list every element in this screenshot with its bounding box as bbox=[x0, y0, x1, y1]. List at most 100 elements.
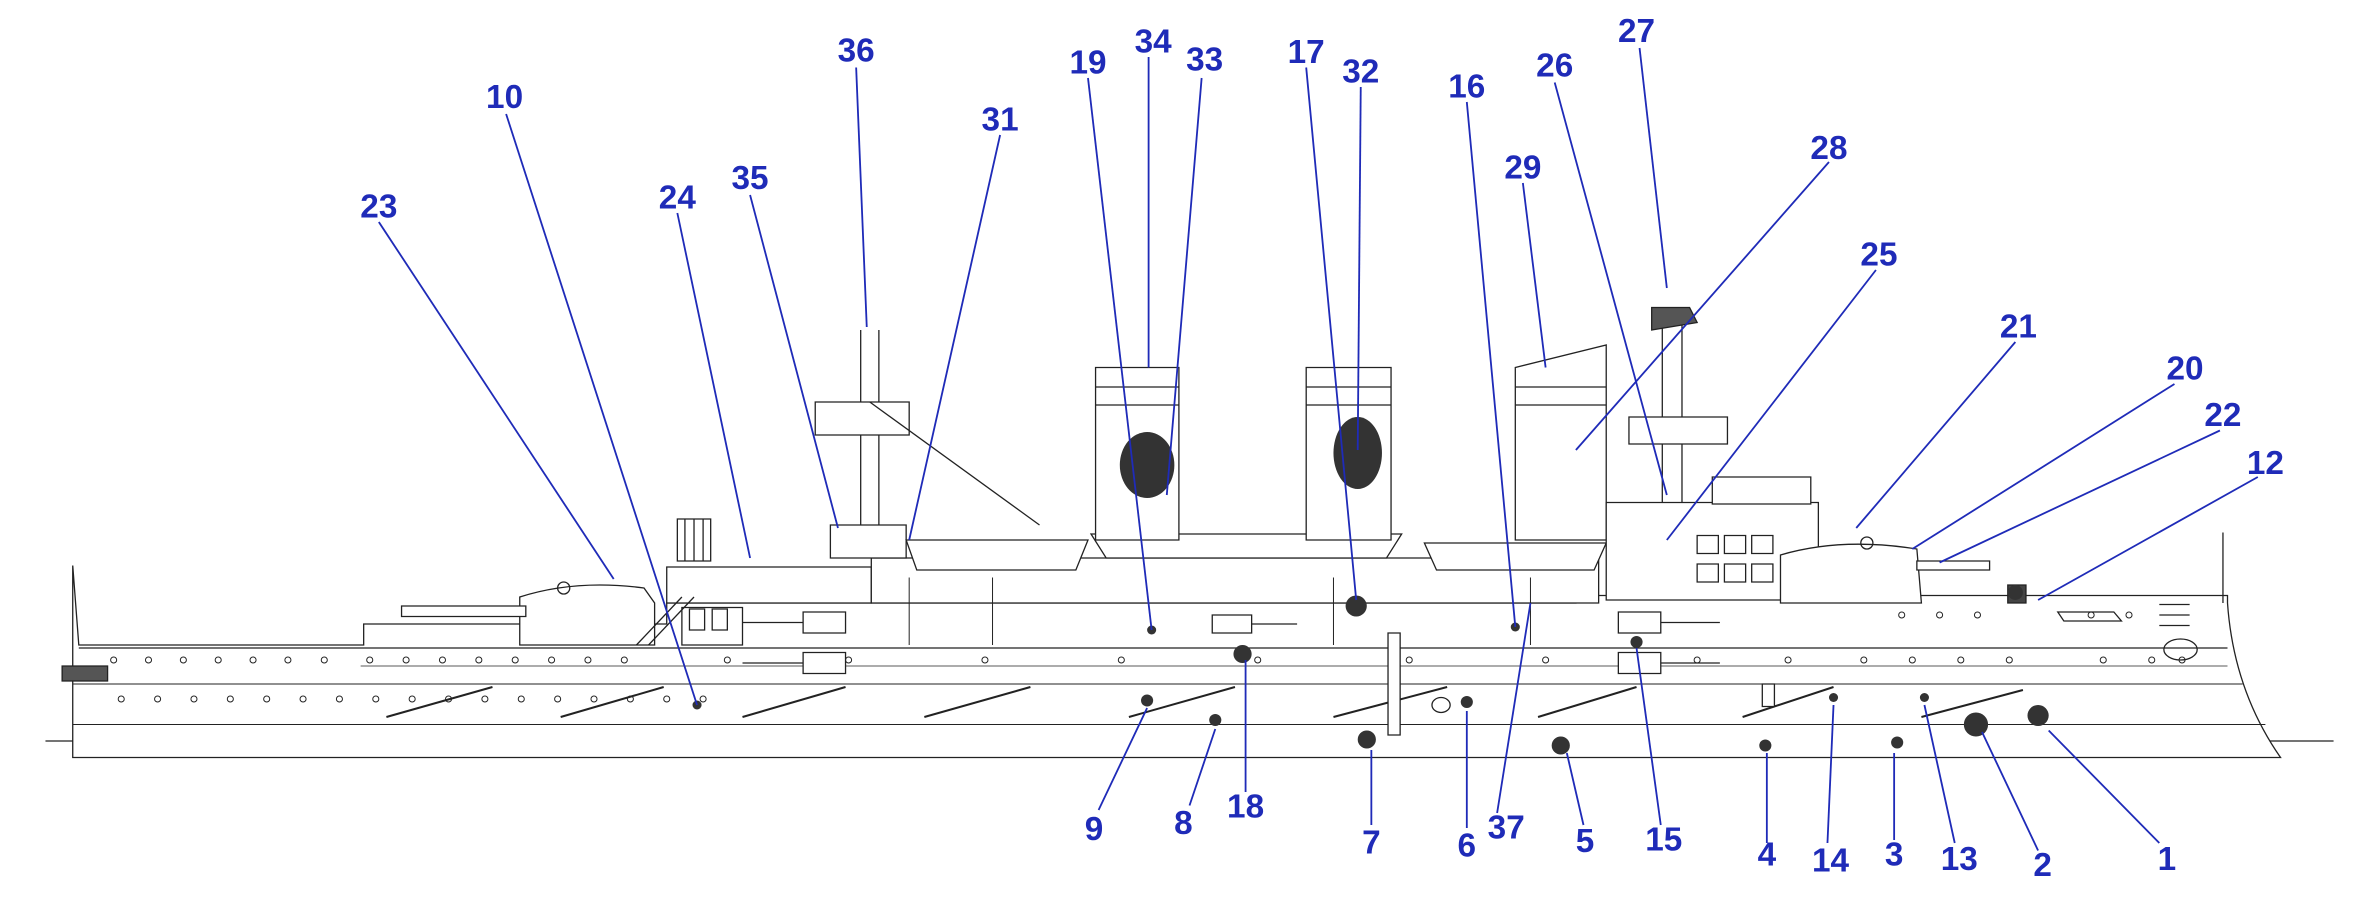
callout-12: 12 bbox=[2247, 445, 2284, 482]
callout-27: 27 bbox=[1618, 13, 1655, 50]
callout-24: 24 bbox=[659, 180, 697, 217]
callout-33: 33 bbox=[1186, 42, 1223, 79]
callout-19: 19 bbox=[1069, 45, 1106, 82]
callout-8: 8 bbox=[1174, 805, 1193, 842]
mainmast bbox=[815, 330, 1039, 558]
callout-2: 2 bbox=[2033, 847, 2052, 884]
leader-21 bbox=[1855, 341, 2017, 529]
hit-mark bbox=[1759, 739, 1772, 752]
hit-mark bbox=[1828, 693, 1839, 702]
callout-14: 14 bbox=[1812, 843, 1850, 880]
leader-31 bbox=[908, 134, 1001, 541]
hit-mark bbox=[2007, 585, 2023, 600]
callout-5: 5 bbox=[1576, 823, 1595, 860]
leader-13 bbox=[1923, 704, 1956, 844]
vertical-post bbox=[1388, 633, 1400, 735]
callout-leaders bbox=[378, 47, 2259, 851]
leader-29 bbox=[1521, 182, 1547, 368]
forward-main-turret bbox=[1780, 537, 1989, 603]
hit-mark bbox=[1209, 714, 1222, 726]
callout-17: 17 bbox=[1288, 34, 1325, 71]
aft-superstructure bbox=[636, 519, 871, 645]
leader-19 bbox=[1087, 77, 1153, 631]
leader-37 bbox=[1496, 602, 1532, 814]
callout-7: 7 bbox=[1362, 825, 1381, 862]
leader-26 bbox=[1553, 82, 1668, 496]
callout-29: 29 bbox=[1504, 150, 1541, 187]
net-booms bbox=[386, 687, 2023, 717]
callout-25: 25 bbox=[1860, 237, 1897, 274]
callout-23: 23 bbox=[360, 189, 397, 226]
callout-20: 20 bbox=[2167, 351, 2204, 388]
leader-20 bbox=[1911, 383, 2175, 550]
hit-mark bbox=[1345, 595, 1367, 617]
leader-15 bbox=[1635, 647, 1662, 826]
leader-33 bbox=[1165, 77, 1203, 496]
leader-1 bbox=[2048, 729, 2160, 844]
hit-mark bbox=[1141, 694, 1154, 707]
leader-16 bbox=[1465, 101, 1517, 628]
leader-35 bbox=[749, 194, 839, 529]
leader-27 bbox=[1638, 47, 1668, 289]
stern-gallery bbox=[62, 666, 107, 681]
leader-28 bbox=[1575, 161, 1830, 451]
hit-mark bbox=[1630, 636, 1643, 648]
aft-casemate-guns bbox=[743, 612, 1720, 674]
leader-24 bbox=[676, 212, 751, 559]
callout-34: 34 bbox=[1135, 24, 1173, 61]
leader-9 bbox=[1097, 707, 1148, 811]
callout-9: 9 bbox=[1085, 811, 1104, 848]
callout-26: 26 bbox=[1536, 48, 1573, 85]
callout-32: 32 bbox=[1342, 54, 1379, 91]
callout-31: 31 bbox=[982, 102, 1019, 139]
leader-8 bbox=[1188, 728, 1217, 806]
leader-25 bbox=[1666, 269, 1877, 541]
hull-scuttle bbox=[1432, 698, 1450, 713]
hit-mark bbox=[2027, 705, 2049, 726]
hit-mark bbox=[1551, 736, 1570, 755]
funnel-hole bbox=[1333, 417, 1382, 489]
hit-mark bbox=[1460, 696, 1473, 708]
leader-22 bbox=[1939, 429, 2221, 564]
hit-mark bbox=[1963, 712, 1989, 737]
callout-4: 4 bbox=[1758, 837, 1777, 874]
leader-12 bbox=[2037, 476, 2259, 601]
leader-17 bbox=[1305, 67, 1358, 601]
funnel-hole bbox=[1119, 432, 1175, 498]
callout-6: 6 bbox=[1458, 828, 1477, 865]
callout-15: 15 bbox=[1645, 822, 1682, 859]
hit-mark bbox=[1891, 736, 1904, 749]
hull-hatch bbox=[1762, 684, 1774, 707]
callout-16: 16 bbox=[1448, 69, 1485, 106]
callout-10: 10 bbox=[486, 79, 523, 116]
foremast bbox=[1629, 308, 1727, 541]
draft-scales bbox=[909, 578, 1530, 646]
callout-labels: 1 2 3 4 5 6 7 8 9 10 12 13 14 15 16 17 1… bbox=[360, 13, 2284, 884]
forward-bridge bbox=[1606, 477, 1818, 600]
aft-main-turret bbox=[402, 582, 655, 645]
leader-32 bbox=[1356, 86, 1362, 451]
leader-10 bbox=[505, 113, 698, 706]
leader-36 bbox=[855, 67, 868, 328]
callout-21: 21 bbox=[2000, 309, 2037, 346]
leader-5 bbox=[1565, 752, 1585, 826]
callout-1: 1 bbox=[2158, 841, 2177, 878]
callout-28: 28 bbox=[1810, 130, 1847, 167]
ship-profile bbox=[45, 308, 2333, 758]
leader-14 bbox=[1826, 704, 1835, 844]
hit-mark bbox=[1357, 730, 1376, 749]
leader-23 bbox=[378, 221, 615, 580]
callout-18: 18 bbox=[1227, 789, 1264, 826]
portholes bbox=[111, 612, 2185, 702]
hit-mark bbox=[1919, 693, 1929, 702]
callout-13: 13 bbox=[1941, 841, 1978, 878]
hull-outline bbox=[73, 566, 2281, 758]
hit-mark bbox=[1233, 645, 1252, 663]
shell-hits bbox=[692, 417, 2049, 755]
callout-22: 22 bbox=[2204, 397, 2241, 434]
callout-37: 37 bbox=[1488, 810, 1525, 847]
callout-35: 35 bbox=[732, 160, 769, 197]
leader-2 bbox=[1981, 731, 2039, 851]
callout-36: 36 bbox=[838, 33, 875, 70]
